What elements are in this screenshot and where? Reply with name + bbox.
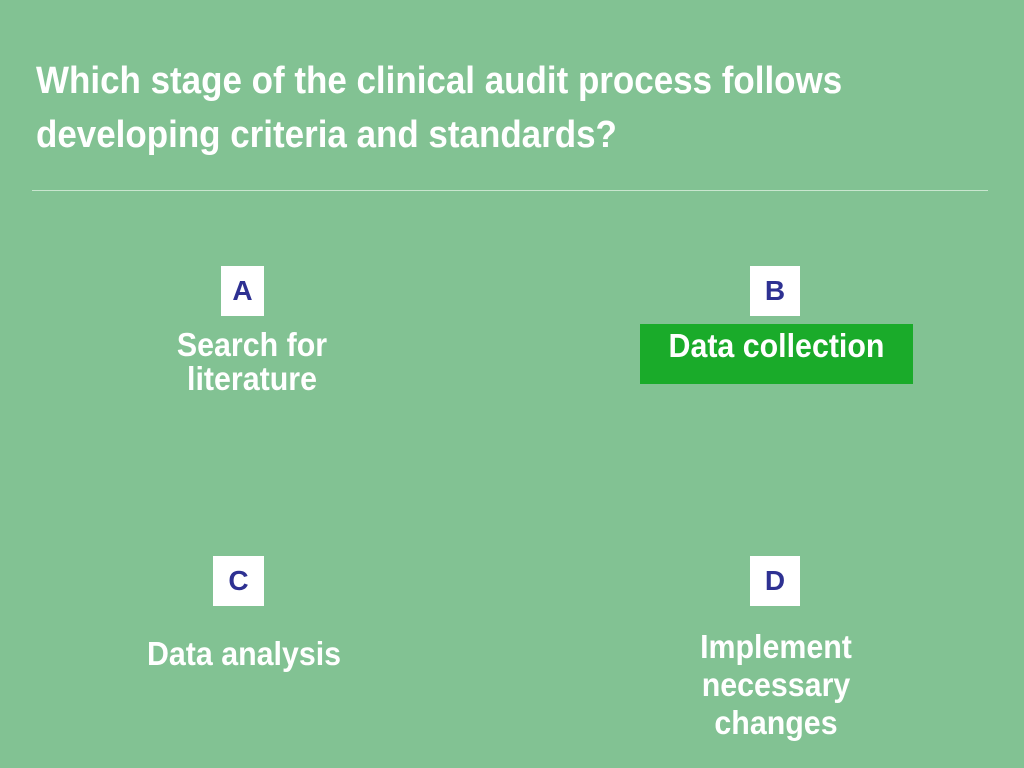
option-b-label[interactable]: Data collection bbox=[668, 327, 885, 364]
option-d-label[interactable]: Implement necessary changes bbox=[700, 628, 852, 741]
option-b-letter[interactable]: B bbox=[750, 266, 800, 316]
divider bbox=[32, 190, 988, 191]
option-a-letter[interactable]: A bbox=[221, 266, 264, 316]
option-a-label[interactable]: Search for literature bbox=[176, 326, 328, 397]
option-d-letter[interactable]: D bbox=[750, 556, 800, 606]
option-c-letter[interactable]: C bbox=[213, 556, 264, 606]
option-b-selected-highlight[interactable] bbox=[640, 324, 913, 384]
question-text: Which stage of the clinical audit proces… bbox=[36, 60, 843, 156]
option-c-label[interactable]: Data analysis bbox=[146, 635, 342, 672]
